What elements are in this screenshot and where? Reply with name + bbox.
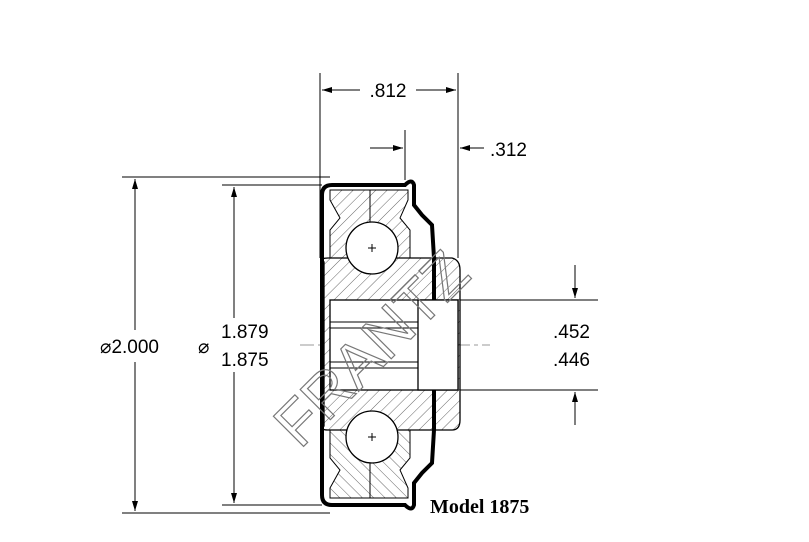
dim-outer-diameter: ⌀2.000 [100, 176, 330, 514]
ball-lower [345, 410, 399, 464]
svg-text:.812: .812 [370, 81, 407, 102]
svg-text:1.879: 1.879 [221, 322, 269, 343]
hub-section [322, 257, 461, 431]
dim-flange-offset: .312 [370, 130, 527, 180]
model-label: Model 1875 [430, 496, 529, 518]
svg-text:⌀2.000: ⌀2.000 [100, 337, 159, 358]
svg-text:⌀: ⌀ [198, 337, 209, 358]
svg-text:.446: .446 [553, 350, 590, 371]
dim-width-overall: .812 [319, 73, 459, 258]
svg-text:.312: .312 [490, 140, 527, 161]
dim-bore: .452 .446 [460, 265, 598, 425]
svg-text:1.875: 1.875 [221, 350, 269, 371]
svg-text:.452: .452 [553, 322, 590, 343]
dim-bearing-diameter: ⌀ 1.879 1.875 [198, 184, 322, 506]
ball-upper [345, 221, 399, 275]
